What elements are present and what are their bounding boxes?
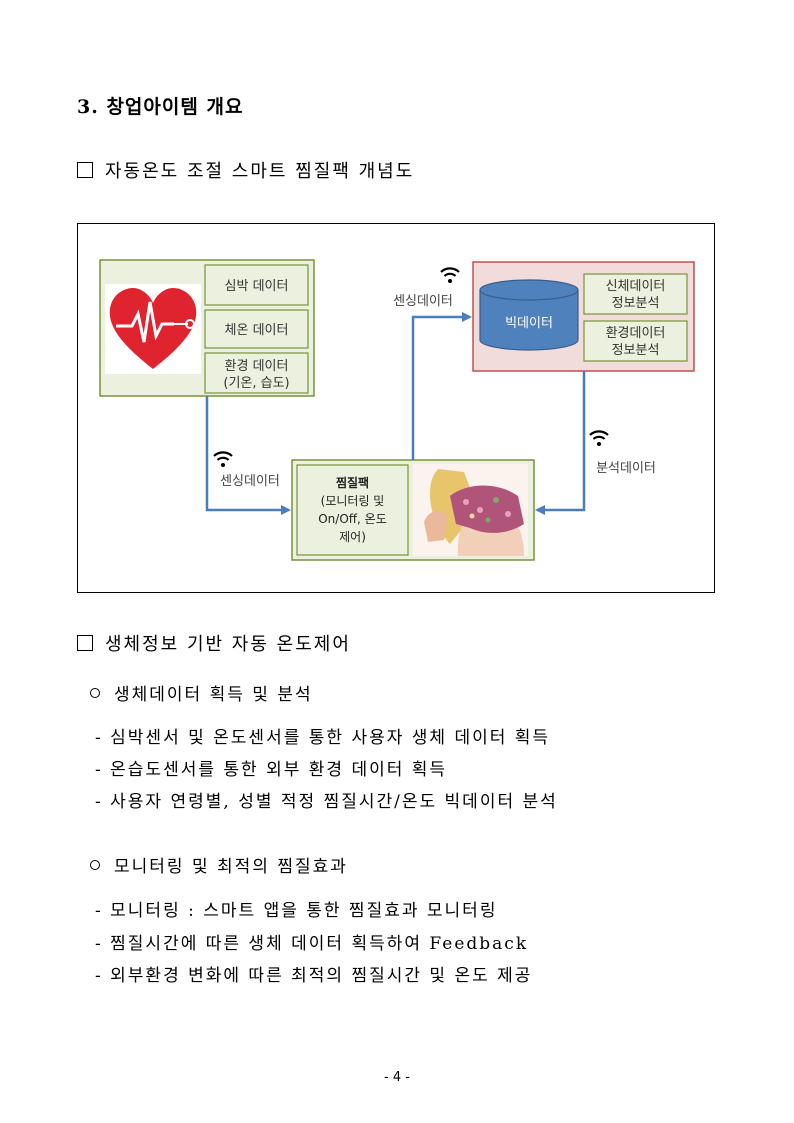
environment-box: [204, 352, 309, 394]
heatpack-line-3: 제어): [339, 530, 366, 544]
subsection-2: 모니터링 및 최적의 찜질효과: [90, 852, 348, 877]
body-temp-label: 체온 데이터: [225, 323, 289, 338]
heart-rate-box: [204, 264, 309, 306]
sensing-data-label-top: 센싱데이터: [393, 294, 453, 309]
bullet-item: - 모니터링 : 스마트 앱을 통한 찜질효과 모니터링: [95, 901, 498, 921]
bullet-item: - 외부환경 변화에 따른 최적의 찜질시간 및 온도 제공: [95, 966, 533, 986]
wifi-icon: [213, 451, 233, 467]
subsection-1-title: 생체데이터 획득 및 분석: [114, 685, 313, 705]
biometric-title-text: 생체정보 기반 자동 온도제어: [105, 634, 351, 655]
section-heading: 3. 창업아이템 개요: [77, 96, 244, 118]
sensing-data-label-left: 센싱데이터: [220, 474, 280, 489]
bullet-item: - 심박센서 및 온도센서를 통한 사용자 생체 데이터 획득: [95, 728, 551, 748]
heatpack-text-box: [296, 464, 409, 556]
bullet-item: - 온습도센서를 통한 외부 환경 데이터 획득: [95, 760, 448, 780]
env-analysis-label: 환경데이터: [606, 326, 666, 341]
analysis-data-label: 분석데이터: [596, 461, 656, 476]
checkbox-square-icon: [77, 162, 93, 178]
diagram-svg: 심박 데이터 체온 데이터 환경 데이터 (기온, 습도) 빅데이터 신체데이터…: [99, 259, 695, 561]
page-number: - 4 -: [384, 1070, 410, 1085]
heatpack-line-2: On/Off, 온도: [318, 512, 387, 526]
heatpack-line-1: (모니터링 및: [321, 494, 385, 508]
bullet-item: - 사용자 연령별, 성별 적정 찜질시간/온도 빅데이터 분석: [95, 792, 558, 812]
environment-sub-label: (기온, 습도): [223, 376, 289, 391]
wifi-icon: [440, 267, 460, 283]
heart-icon: [105, 284, 201, 374]
checkbox-square-icon: [77, 635, 93, 651]
heatpack-photo: [413, 464, 528, 556]
body-analysis-label: 신체데이터: [606, 279, 666, 294]
body-analysis-sub-label: 정보분석: [612, 296, 660, 311]
concept-section-title: 자동온도 조절 스마트 찜질팩 개념도: [77, 157, 414, 183]
body-temp-box: [204, 309, 309, 349]
env-analysis-box: [583, 320, 688, 362]
circle-bullet-icon: [90, 860, 100, 870]
biometric-section-title: 생체정보 기반 자동 온도제어: [77, 630, 351, 656]
concept-diagram: 심박 데이터 체온 데이터 환경 데이터 (기온, 습도) 빅데이터 신체데이터…: [77, 223, 715, 593]
bullet-item: - 찜질시간에 따른 생체 데이터 획득하여 Feedback: [95, 934, 529, 954]
arrow-bigdata-to-pack: [535, 371, 586, 515]
wifi-icon: [589, 430, 609, 446]
body-analysis-box: [583, 273, 688, 315]
arrow-pack-to-bigdata: [411, 312, 472, 460]
bigdata-label: 빅데이터: [505, 316, 553, 331]
env-analysis-sub-label: 정보분석: [612, 343, 660, 358]
environment-label: 환경 데이터: [225, 359, 289, 374]
arrow-sensor-to-pack: [205, 396, 291, 515]
database-icon: [479, 279, 579, 351]
subsection-2-title: 모니터링 및 최적의 찜질효과: [114, 857, 348, 877]
circle-bullet-icon: [90, 688, 100, 698]
concept-title-text: 자동온도 조절 스마트 찜질팩 개념도: [105, 161, 415, 182]
heatpack-title: 찜질팩: [336, 475, 369, 490]
heart-rate-label: 심박 데이터: [225, 279, 289, 294]
subsection-1: 생체데이터 획득 및 분석: [90, 680, 313, 705]
